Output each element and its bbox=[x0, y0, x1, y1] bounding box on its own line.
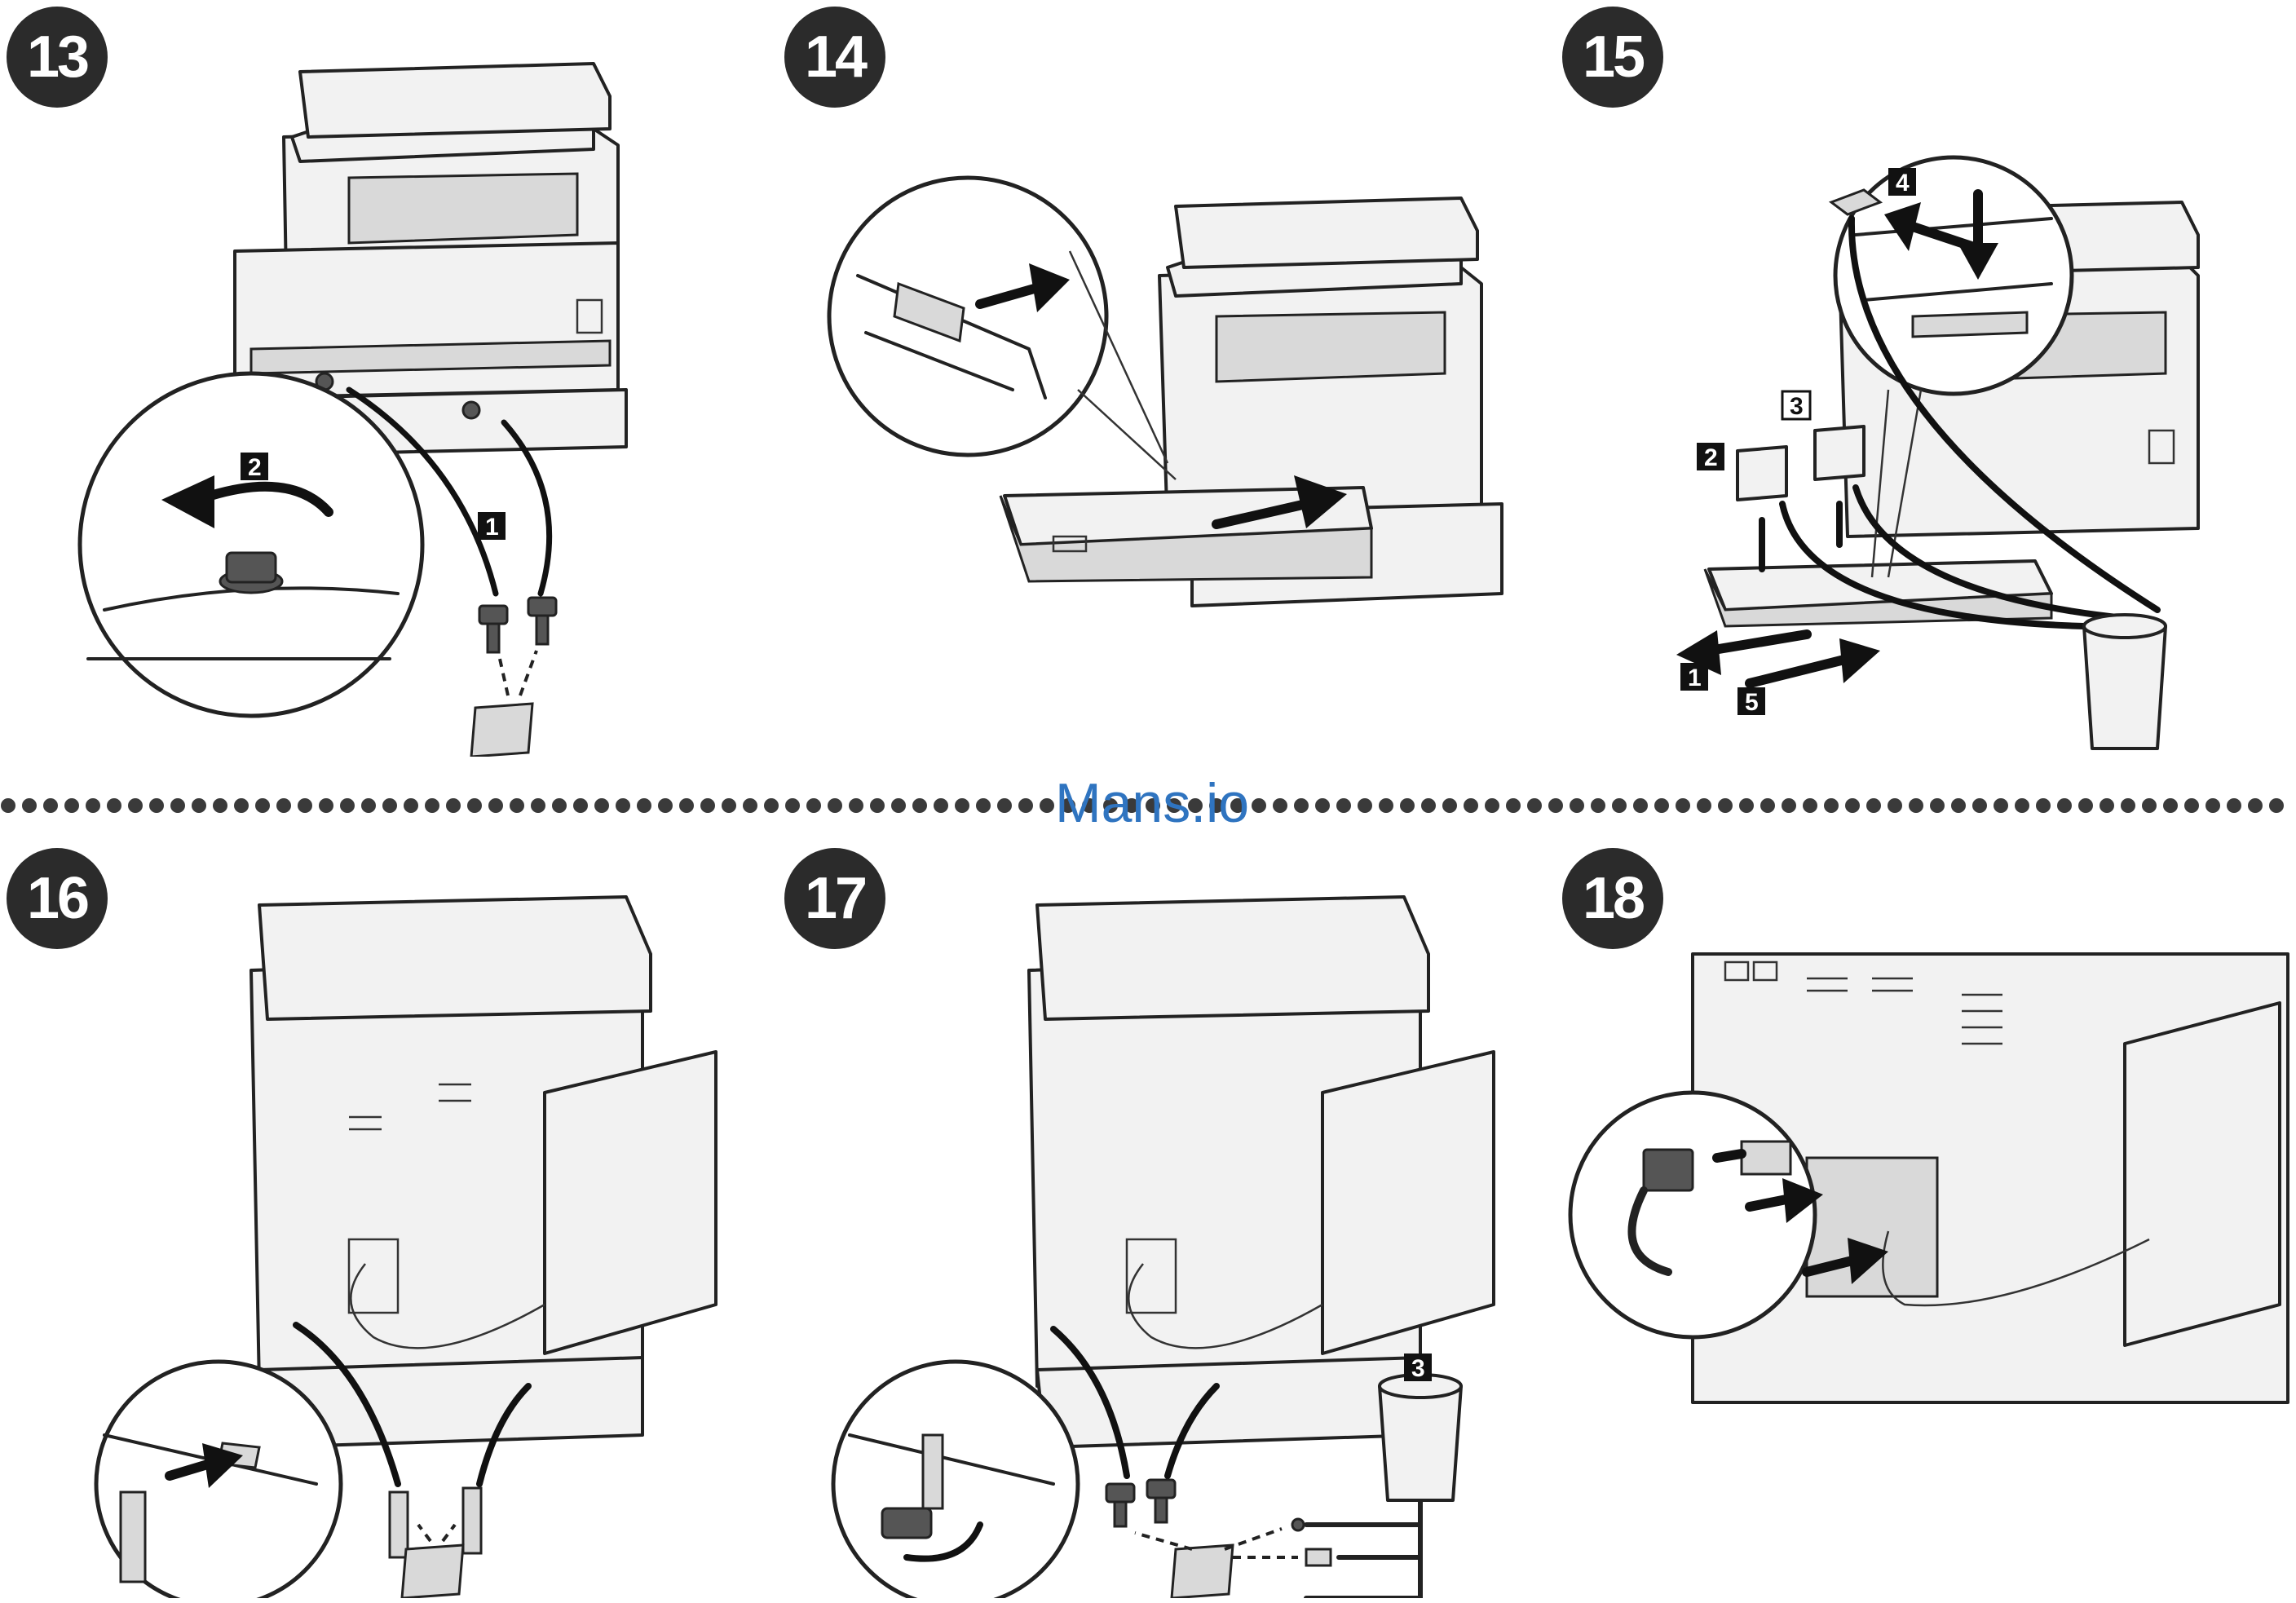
step-16-illustration bbox=[94, 895, 718, 1598]
step-14-panel: 14 bbox=[784, 7, 1518, 740]
step-14-illustration bbox=[827, 175, 1503, 607]
step-15-panel: 4 3 2 1 5 15 bbox=[1562, 7, 2296, 750]
step-18-badge: 18 bbox=[1562, 848, 1663, 949]
step-16-panel: 16 bbox=[7, 848, 740, 1598]
step-13-panel: 2 1 13 bbox=[7, 7, 740, 757]
step-16-badge: 16 bbox=[7, 848, 108, 949]
step-15-illustration: 4 3 2 1 5 bbox=[1676, 155, 2200, 750]
watermark: Mans.io bbox=[1054, 772, 1250, 834]
step-15-label-1: 1 bbox=[1688, 665, 1702, 691]
step-13-badge: 13 bbox=[7, 7, 108, 108]
step-17-illustration: 3 bbox=[831, 895, 1495, 1598]
step-17-badge: 17 bbox=[784, 848, 885, 949]
step-15-label-4: 4 bbox=[1896, 170, 1910, 197]
step-15-label-3: 3 bbox=[1790, 393, 1804, 420]
step-15-badge: 15 bbox=[1562, 7, 1663, 108]
step-13-label-1: 1 bbox=[485, 514, 499, 541]
step-13-illustration: 2 1 bbox=[77, 62, 628, 757]
step-18-panel: 18 bbox=[1562, 848, 2296, 1582]
section-divider bbox=[1, 798, 2296, 813]
step-13-label-2: 2 bbox=[248, 454, 262, 481]
step-14-badge: 14 bbox=[784, 7, 885, 108]
step-17-label-3: 3 bbox=[1411, 1355, 1425, 1382]
step-15-label-2: 2 bbox=[1704, 444, 1718, 471]
step-15-label-5: 5 bbox=[1745, 689, 1759, 716]
step-17-panel: 3 17 bbox=[784, 848, 1518, 1598]
step-18-illustration bbox=[1568, 952, 2289, 1404]
